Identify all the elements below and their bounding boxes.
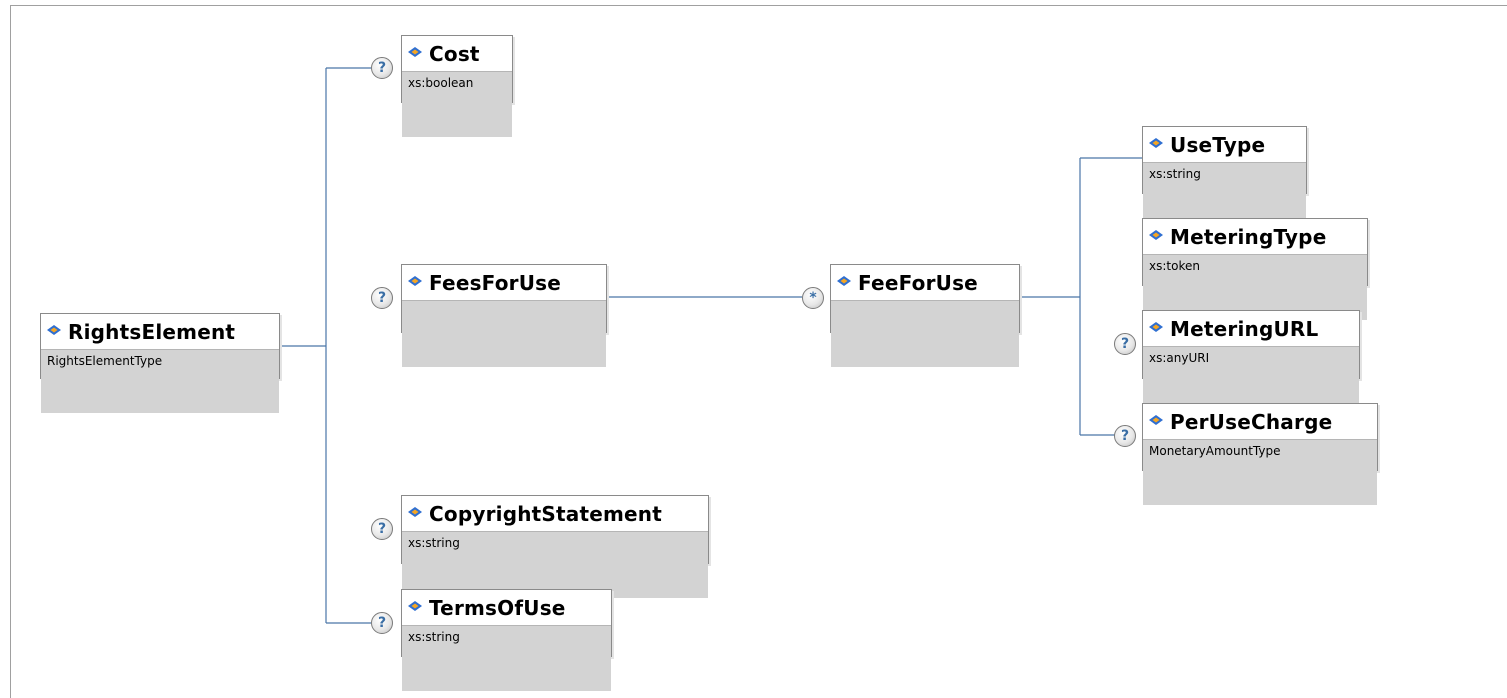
- element-type: xs:token: [1143, 254, 1367, 320]
- element-name: FeesForUse: [429, 270, 562, 295]
- element-name: PerUseCharge: [1170, 409, 1333, 434]
- xsd-element-icon: [1149, 230, 1163, 240]
- element-name: FeeForUse: [858, 270, 978, 295]
- xsd-element-icon: [1149, 415, 1163, 425]
- node-per-use-charge[interactable]: PerUseCharge MonetaryAmountType: [1142, 403, 1378, 505]
- node-terms-of-use[interactable]: TermsOfUse xs:string: [401, 589, 612, 691]
- optional-badge: ?: [371, 57, 393, 79]
- element-type: [831, 300, 1019, 367]
- repeating-badge: *: [802, 287, 824, 309]
- element-type: RightsElementType: [41, 349, 279, 413]
- node-fees-for-use[interactable]: FeesForUse: [401, 264, 607, 367]
- xsd-element-icon: [408, 276, 422, 286]
- element-type: MonetaryAmountType: [1143, 439, 1377, 505]
- xsd-element-icon: [47, 325, 61, 335]
- element-name: MeteringURL: [1170, 316, 1319, 341]
- node-copyright-statement[interactable]: CopyrightStatement xs:string: [401, 495, 709, 598]
- node-header: CopyrightStatement: [402, 496, 708, 531]
- element-name: CopyrightStatement: [429, 501, 662, 526]
- node-metering-url[interactable]: MeteringURL xs:anyURI: [1142, 310, 1360, 413]
- optional-badge: ?: [1114, 333, 1136, 355]
- optional-badge: ?: [371, 612, 393, 634]
- xsd-element-icon: [408, 507, 422, 517]
- element-type: xs:anyURI: [1143, 346, 1359, 413]
- node-header: MeteringURL: [1143, 311, 1359, 346]
- node-header: UseType: [1143, 127, 1306, 162]
- xsd-element-icon: [1149, 322, 1163, 332]
- node-header: Cost: [402, 36, 512, 71]
- node-metering-type[interactable]: MeteringType xs:token: [1142, 218, 1368, 320]
- element-type: xs:string: [402, 625, 611, 691]
- xsd-element-icon: [1149, 138, 1163, 148]
- element-name: Cost: [429, 41, 480, 66]
- element-name: RightsElement: [68, 319, 236, 344]
- node-header: MeteringType: [1143, 219, 1367, 254]
- node-rights-element[interactable]: RightsElement RightsElementType: [40, 313, 280, 413]
- xsd-element-icon: [837, 276, 851, 286]
- node-fee-for-use[interactable]: FeeForUse: [830, 264, 1020, 367]
- optional-badge: ?: [371, 287, 393, 309]
- element-type: xs:string: [402, 531, 708, 598]
- node-header: PerUseCharge: [1143, 404, 1377, 439]
- node-header: RightsElement: [41, 314, 279, 349]
- element-type: xs:string: [1143, 162, 1306, 228]
- element-name: UseType: [1170, 132, 1266, 157]
- node-header: TermsOfUse: [402, 590, 611, 625]
- node-header: FeesForUse: [402, 265, 606, 300]
- xsd-element-icon: [408, 47, 422, 57]
- node-header: FeeForUse: [831, 265, 1019, 300]
- xsd-element-icon: [408, 601, 422, 611]
- optional-badge: ?: [1114, 425, 1136, 447]
- node-cost[interactable]: Cost xs:boolean: [401, 35, 513, 137]
- element-type: xs:boolean: [402, 71, 512, 137]
- optional-badge: ?: [371, 518, 393, 540]
- element-type: [402, 300, 606, 367]
- node-use-type[interactable]: UseType xs:string: [1142, 126, 1307, 228]
- element-name: TermsOfUse: [429, 595, 566, 620]
- element-name: MeteringType: [1170, 224, 1327, 249]
